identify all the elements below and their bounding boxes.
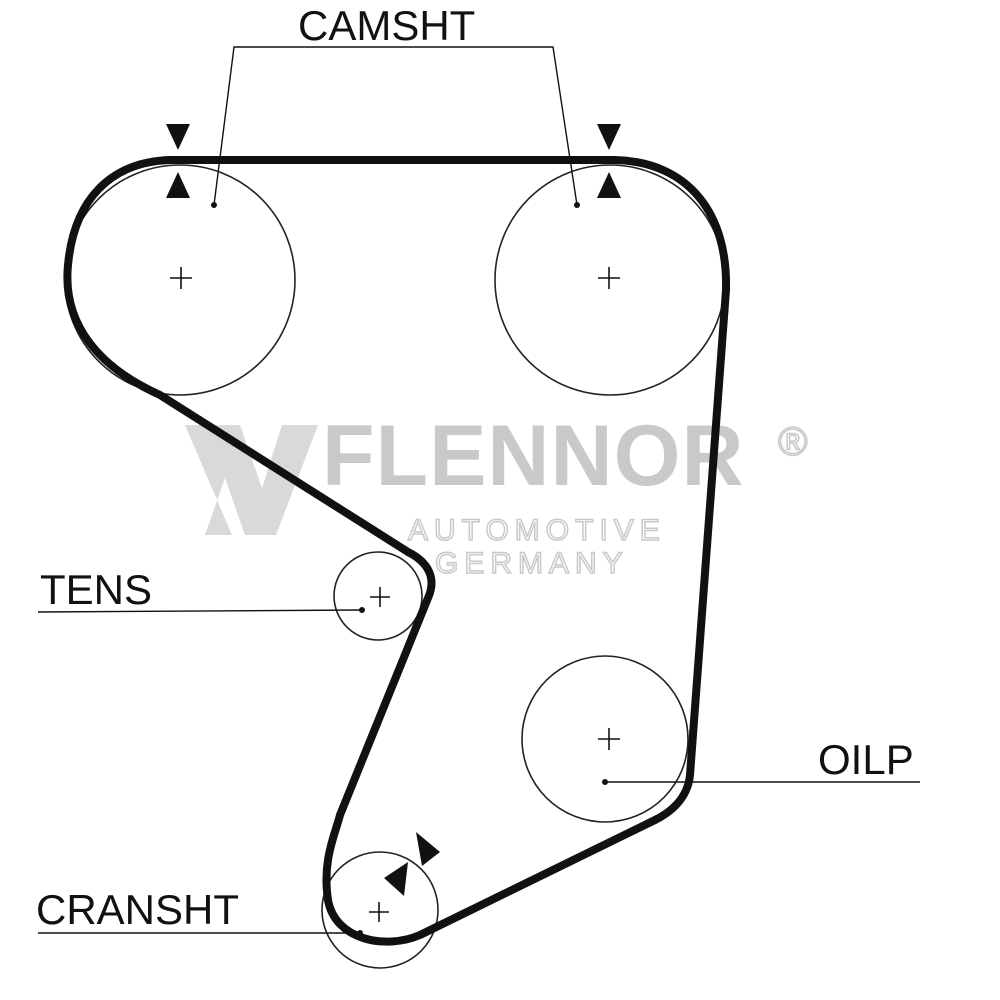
oil-pump-center-mark [598, 728, 620, 750]
camshaft-pulley-left [64, 164, 296, 396]
brand-logo-mark [185, 425, 318, 535]
brand-watermark-line2: GERMANY [435, 547, 629, 580]
crankshaft-timing-mark [384, 832, 440, 896]
brand-watermark-line1: AUTOMOTIVE [408, 514, 666, 547]
tensioner-pulley [333, 551, 423, 641]
brand-watermark: FLENNOR ® AUTOMOTIVE GERMANY [185, 408, 808, 581]
tensioner-label: TENS [40, 566, 152, 613]
brand-watermark-name: FLENNOR [322, 408, 745, 504]
crankshaft-pulley [321, 851, 439, 969]
camshaft-pulley-right [494, 164, 726, 396]
crankshaft-ref-dot [357, 930, 363, 936]
oil-pump-pulley [521, 655, 689, 823]
oil-pump-label: OILP [818, 736, 914, 783]
camshaft-leader-line [213, 46, 578, 206]
crankshaft-label: CRANSHT [36, 886, 239, 933]
oil-pump-ref-dot [602, 779, 608, 785]
camshaft-left-center-mark [170, 267, 192, 289]
camshaft-right-timing-mark [597, 124, 621, 198]
crankshaft-center-mark [369, 902, 389, 922]
camshaft-left-timing-mark [166, 124, 190, 198]
camshaft-left-ref-dot [211, 202, 217, 208]
camshaft-right-ref-dot [574, 202, 580, 208]
tensioner-center-mark [370, 587, 390, 607]
tensioner-leader-line [37, 609, 363, 613]
brand-registered-mark: ® [778, 420, 807, 464]
camshaft-right-center-mark [598, 267, 620, 289]
timing-belt [63, 156, 731, 946]
camshaft-label: CAMSHT [298, 2, 475, 49]
tensioner-ref-dot [359, 607, 365, 613]
